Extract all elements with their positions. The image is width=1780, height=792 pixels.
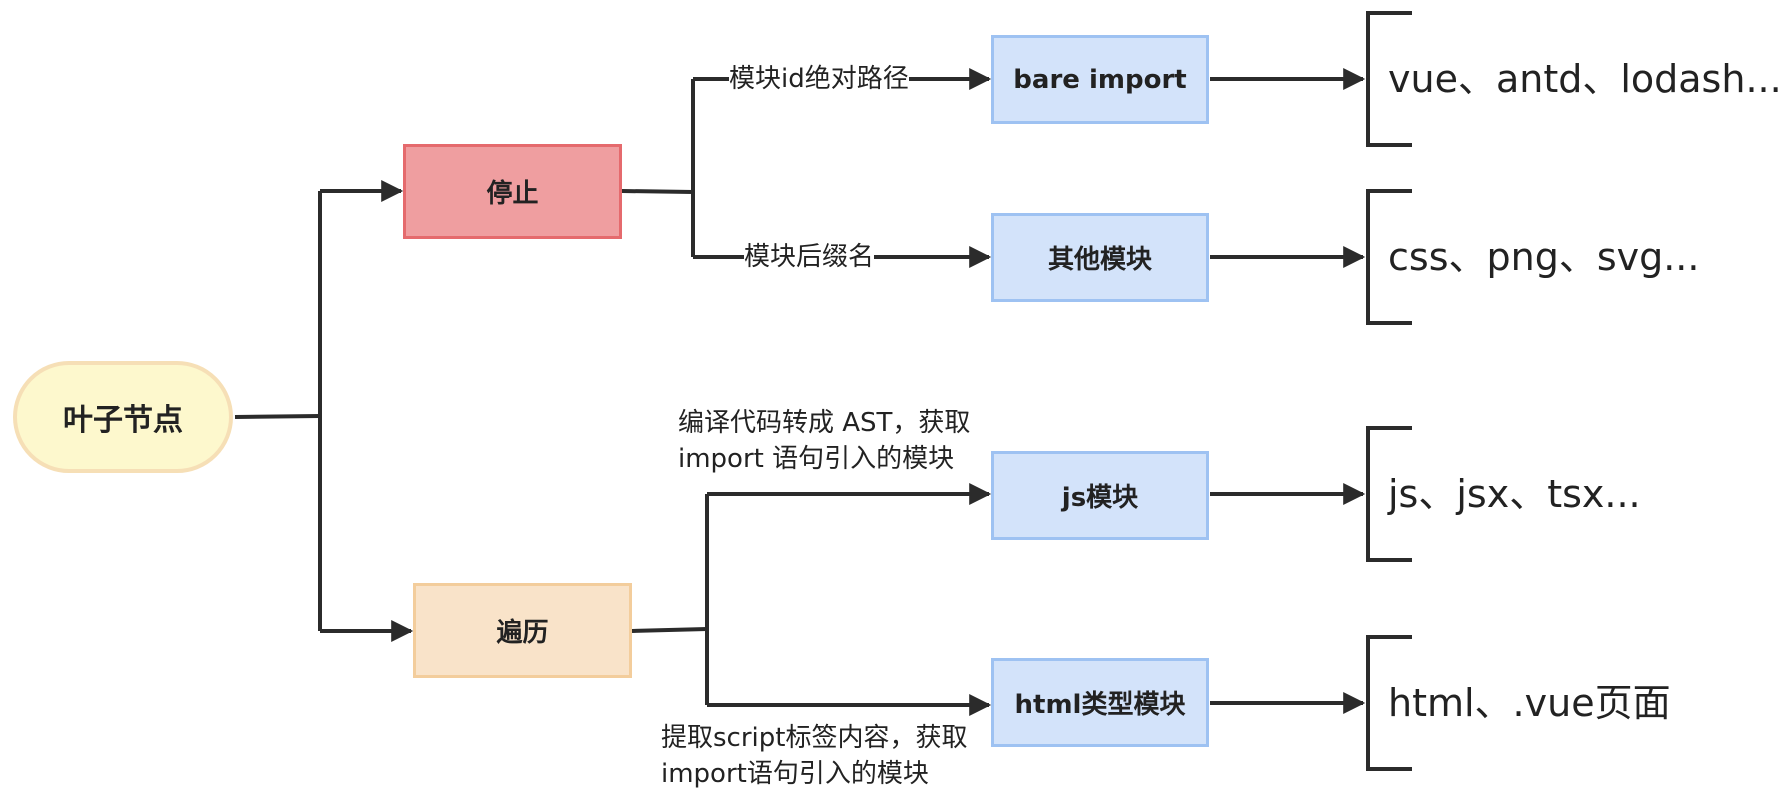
- edge-stop-stem: [621, 189, 694, 194]
- edge-label-compile-ast-2: import 语句引入的模块: [678, 444, 955, 474]
- edge-label-compile-ast-1: 编译代码转成 AST，获取: [678, 408, 971, 438]
- result-other-modules: css、png、svg...: [1388, 235, 1700, 279]
- bare-import-node: bare import: [991, 35, 1209, 124]
- edge-label-absolute-path: 模块id绝对路径: [729, 62, 909, 97]
- other-modules-node: 其他模块: [991, 213, 1209, 302]
- root-node: 叶子节点: [13, 361, 233, 473]
- edge-root-stem: [234, 414, 321, 419]
- edge-label-suffix: 模块后缀名: [744, 240, 875, 275]
- walk-node: 遍历: [413, 583, 632, 678]
- result-html-modules: html、.vue页面: [1388, 681, 1671, 725]
- result-bare-import: vue、antd、lodash...: [1388, 57, 1780, 101]
- js-modules-node: js模块: [991, 451, 1209, 540]
- bracket-other: [1366, 189, 1412, 325]
- bracket-html: [1366, 635, 1412, 771]
- edge-label-extract-script-1: 提取script标签内容，获取: [661, 723, 968, 753]
- bracket-bare: [1366, 11, 1412, 147]
- stop-node: 停止: [403, 144, 622, 239]
- result-js-modules: js、jsx、tsx...: [1388, 472, 1641, 516]
- edge-walk-stem: [631, 627, 708, 633]
- edge-label-extract-script-2: import语句引入的模块: [661, 759, 929, 789]
- html-modules-node: html类型模块: [991, 658, 1209, 747]
- bracket-js: [1366, 426, 1412, 562]
